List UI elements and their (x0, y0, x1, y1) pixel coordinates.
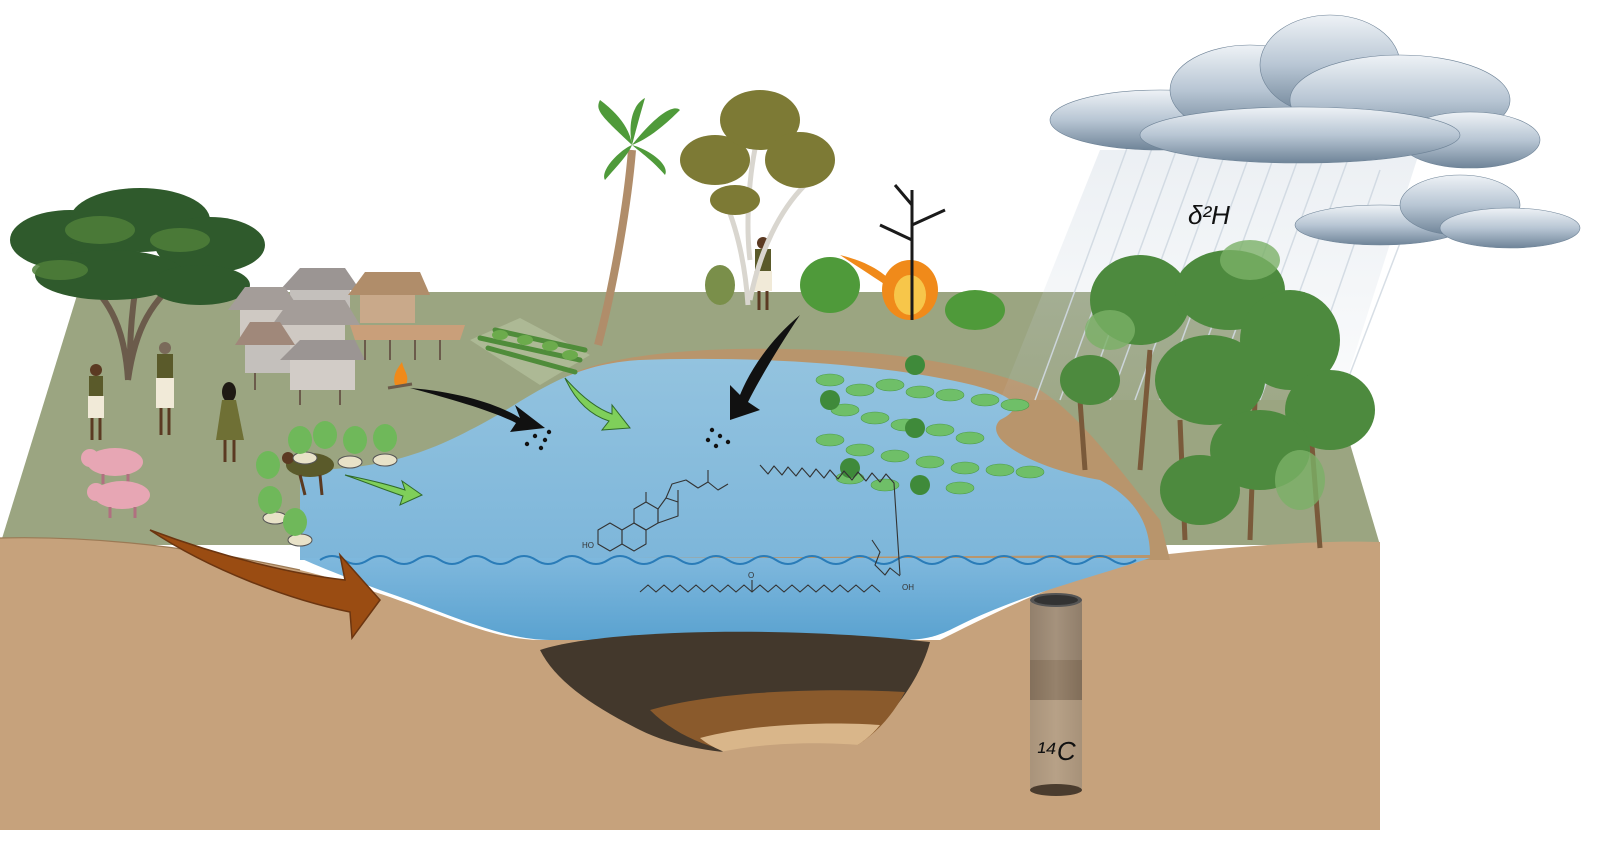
input-arrow-black (705, 315, 800, 449)
campfire-icon (387, 362, 413, 390)
pig-icon (87, 481, 150, 518)
fatty-acid-hydroxyl-label: OH (902, 583, 914, 592)
sterol-hydroxyl-label: HO (582, 541, 594, 550)
burning-tree-icon (840, 184, 946, 320)
rain-cloud-icon (1049, 14, 1541, 169)
lake-water-column (300, 558, 1150, 640)
house-icon (280, 340, 365, 390)
shrub-icon (705, 257, 1005, 330)
house-icon (348, 272, 430, 323)
runoff-arrow (149, 529, 381, 641)
person-icon (156, 342, 174, 435)
core-isotope-label: ¹⁴C (1037, 736, 1076, 766)
input-arrow-black (410, 388, 552, 451)
sediment-basin (540, 631, 930, 770)
eucalyptus-tree-icon (680, 90, 835, 306)
soil-top-edge (0, 537, 301, 571)
forest-icon (1060, 240, 1375, 549)
tree-icon (10, 188, 265, 381)
house-icon (235, 322, 295, 373)
sterol-structure: HO (582, 470, 729, 552)
stilt-platform (254, 325, 465, 405)
taro-plant-icon (256, 421, 398, 547)
input-arrow-green (564, 377, 631, 431)
sediment-core-icon (1030, 593, 1082, 796)
input-arrow-green (344, 474, 424, 506)
lake (300, 348, 1170, 640)
water-surface-wave (319, 555, 1137, 565)
fatty-acid-structure: OH (759, 464, 914, 592)
rain-cloud-small-icon (1294, 174, 1581, 249)
lake-surface (300, 358, 1150, 560)
palm-tree-icon (594, 98, 680, 347)
water-lily-icon (815, 373, 1045, 495)
person-icon (88, 364, 104, 440)
ketone-structure: O (639, 571, 881, 593)
rain-isotope-label: δ²H (1188, 200, 1230, 230)
village (228, 268, 465, 405)
ketone-oxygen-label: O (748, 571, 754, 580)
crop-field-icon (470, 318, 590, 385)
floating-plant-icon (820, 355, 930, 495)
sediment-layer-tan (720, 743, 860, 770)
person-icon (216, 382, 244, 462)
pig-icon (81, 448, 143, 484)
